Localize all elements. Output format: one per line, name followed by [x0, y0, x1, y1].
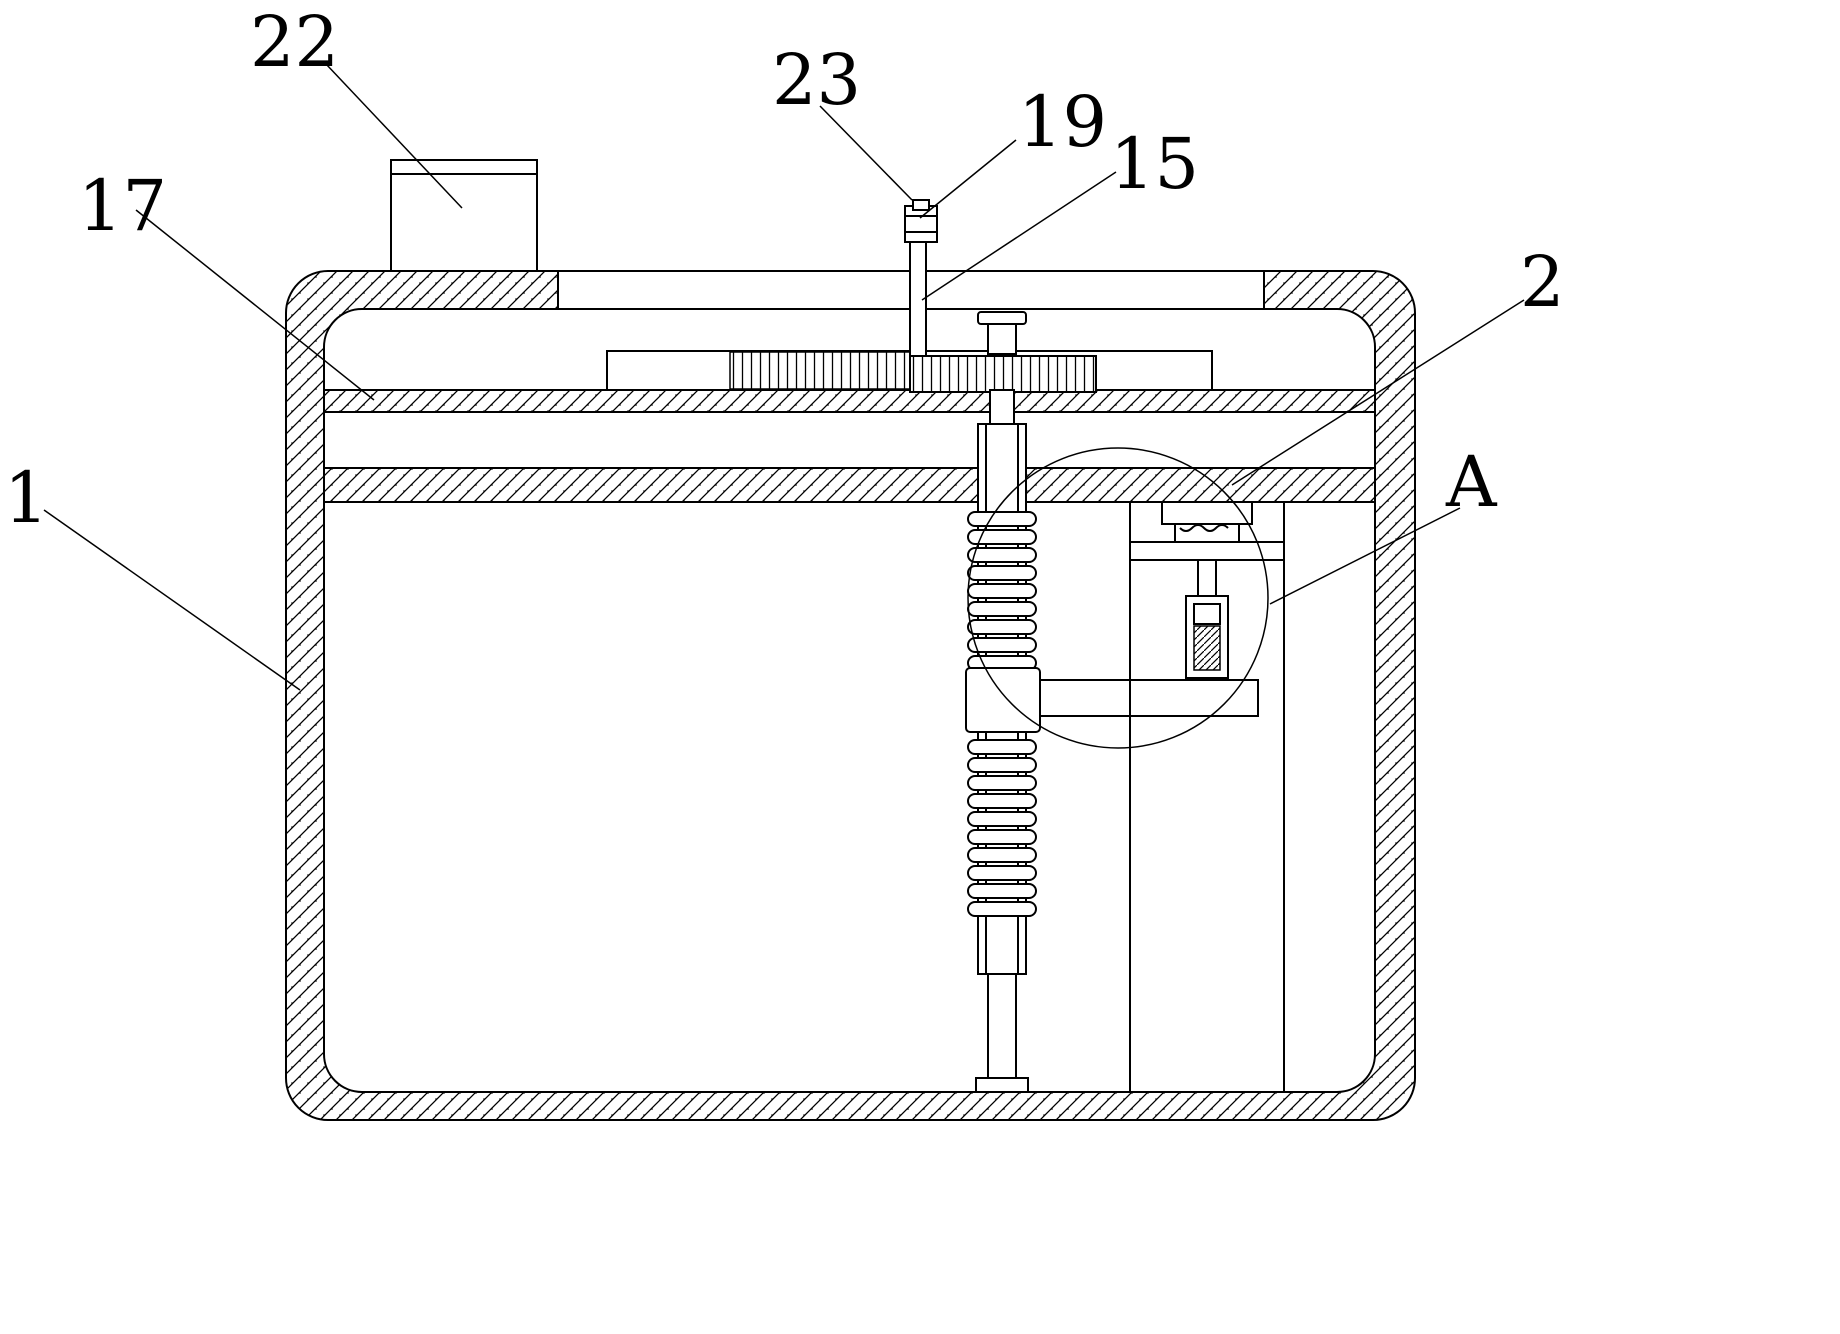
label-2: 2 [1520, 241, 1565, 323]
leader-lines [43, 63, 1525, 691]
slider-arm [965, 667, 1259, 733]
plate-17 [323, 389, 1376, 413]
patent-drawing: 22 17 1 23 19 15 2 A [4, 1, 1565, 1121]
top-box [390, 159, 538, 272]
shaft-15 [904, 199, 938, 363]
guide-rails [1129, 502, 1285, 1092]
label-22: 22 [250, 1, 339, 83]
gear [909, 355, 1097, 393]
label-23: 23 [772, 39, 861, 121]
label-A: A [1445, 441, 1498, 523]
label-15: 15 [1110, 123, 1199, 205]
detail-circle-A [967, 447, 1269, 749]
plate-2 [323, 467, 1376, 503]
clamp-mechanism [1161, 501, 1253, 679]
label-17: 17 [78, 165, 167, 247]
label-19: 19 [1018, 81, 1107, 163]
reference-labels: 22 17 1 23 19 15 2 A [4, 1, 1565, 539]
label-1: 1 [4, 457, 49, 539]
